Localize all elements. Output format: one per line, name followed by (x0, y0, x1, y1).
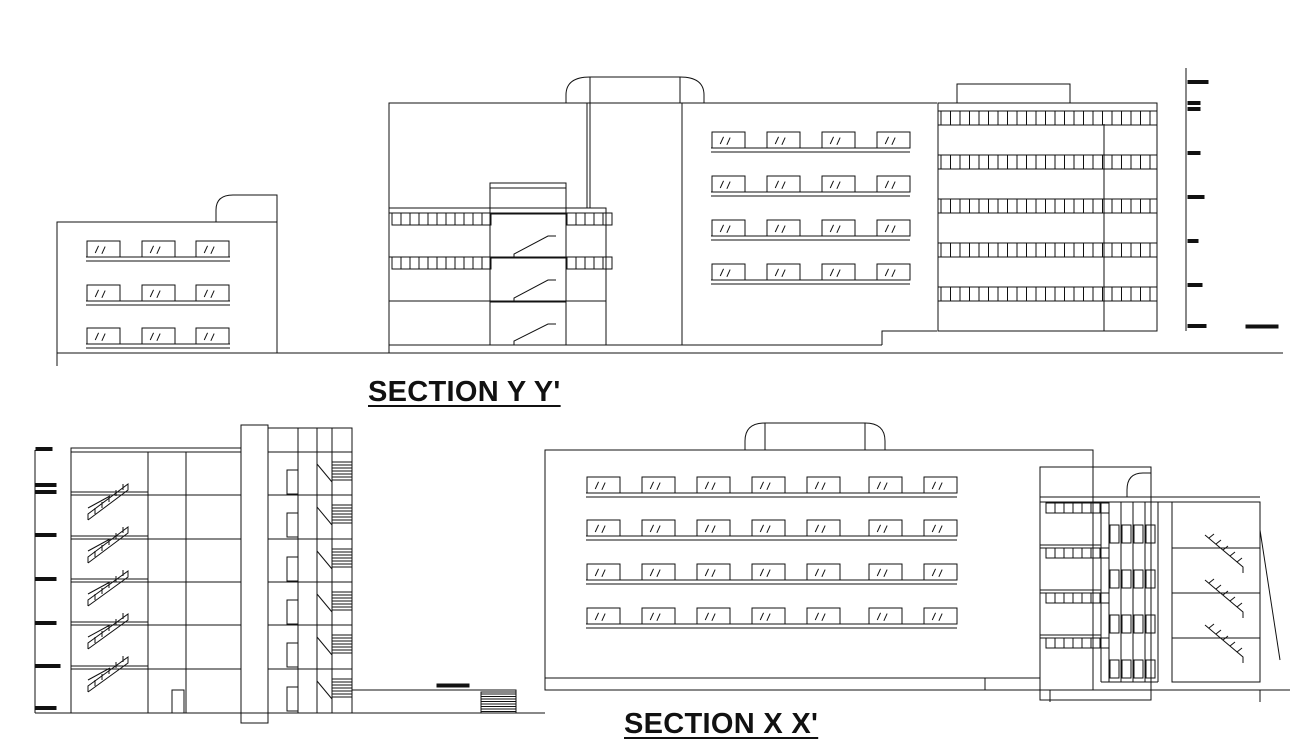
right-block-yy (938, 84, 1157, 331)
middle-block-xx (545, 423, 1093, 690)
link-structure-xx (352, 684, 516, 713)
left-block-xx (35, 425, 352, 723)
middle-block-yy (389, 77, 937, 353)
level-markers-yy (1186, 68, 1278, 331)
section-title-xx: SECTION X X' (624, 708, 819, 740)
section-xx-drawing (35, 423, 1290, 723)
section-yy-drawing (57, 68, 1283, 366)
section-title-yy: SECTION Y Y' (368, 376, 561, 408)
left-block-yy (57, 195, 277, 353)
right-block-xx (1040, 467, 1280, 702)
